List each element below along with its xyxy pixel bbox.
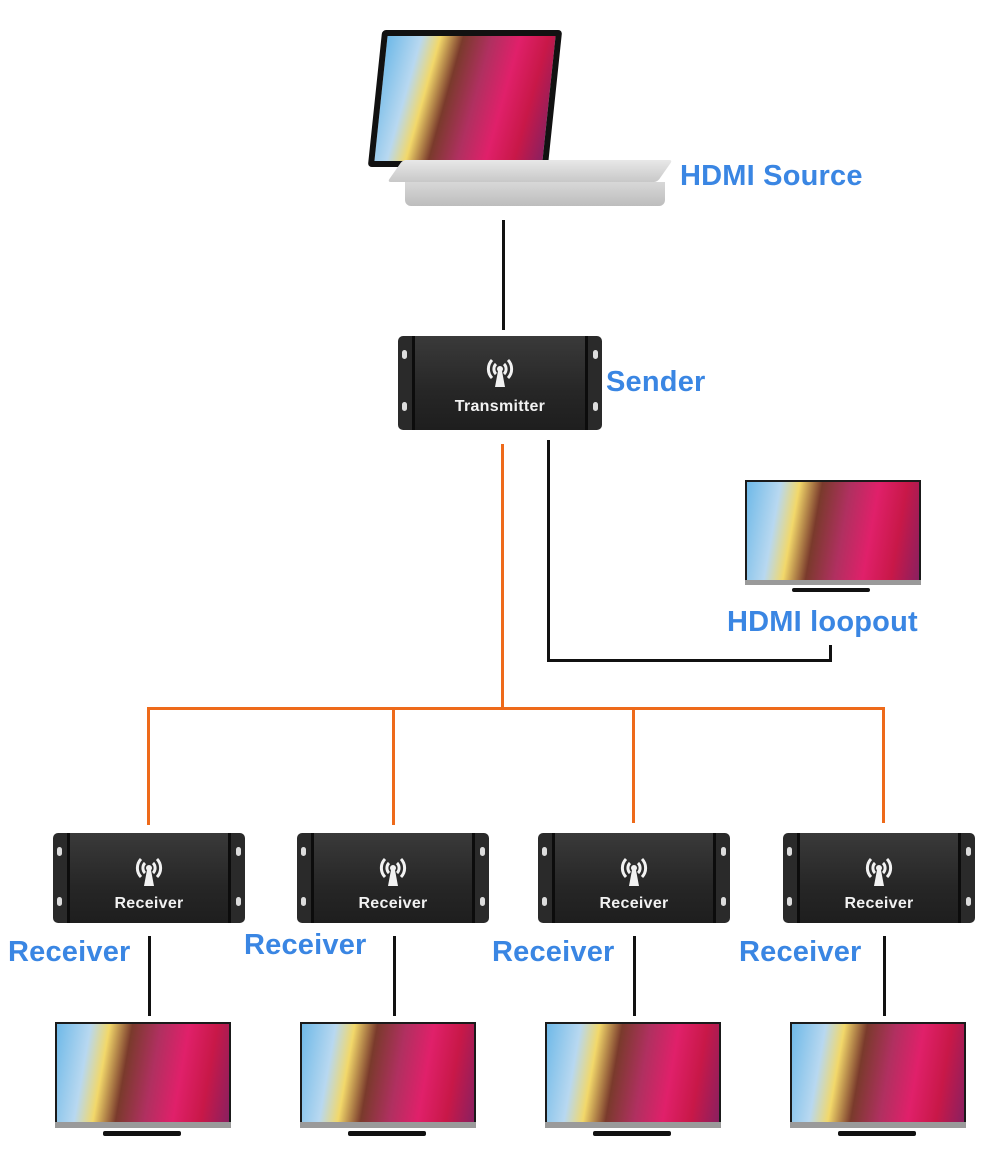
- wireless-antenna-icon: [379, 857, 407, 886]
- transmitter-device: Transmitter: [398, 336, 602, 430]
- hdmi-source-label: HDMI Source: [680, 160, 863, 192]
- wireless-link-bus: [147, 707, 885, 710]
- receiver-text: Receiver: [114, 895, 184, 912]
- cable-receiver-to-tv: [148, 936, 151, 1016]
- cable-receiver-to-tv: [883, 936, 886, 1016]
- cable-loopout-up: [829, 645, 832, 662]
- hdmi-loopout-label: HDMI loopout: [727, 606, 918, 638]
- cable-loopout-vertical: [547, 440, 550, 662]
- receiver-device: Receiver: [783, 833, 975, 923]
- cable-loopout-horizontal: [547, 659, 832, 662]
- receiver-label: Receiver: [8, 936, 131, 968]
- receiver-text: Receiver: [599, 895, 669, 912]
- wireless-link-receiver-2: [392, 707, 395, 825]
- transmitter-text: Transmitter: [454, 398, 546, 415]
- wireless-link-receiver-4: [882, 707, 885, 823]
- cable-source-to-transmitter: [502, 220, 505, 330]
- receiver-label: Receiver: [739, 936, 862, 968]
- receiver-device: Receiver: [538, 833, 730, 923]
- receiver-label: Receiver: [244, 929, 367, 961]
- cable-receiver-to-tv: [393, 936, 396, 1016]
- wireless-antenna-icon: [486, 358, 514, 387]
- receiver-label: Receiver: [492, 936, 615, 968]
- wireless-antenna-icon: [620, 857, 648, 886]
- wireless-link-trunk: [501, 444, 504, 710]
- receiver-text: Receiver: [844, 895, 914, 912]
- receiver-device: Receiver: [297, 833, 489, 923]
- sender-label: Sender: [606, 366, 706, 398]
- receiver-text: Receiver: [358, 895, 428, 912]
- wireless-antenna-icon: [135, 857, 163, 886]
- wireless-link-receiver-3: [632, 707, 635, 823]
- receiver-device: Receiver: [53, 833, 245, 923]
- wireless-link-receiver-1: [147, 707, 150, 825]
- wireless-antenna-icon: [865, 857, 893, 886]
- cable-receiver-to-tv: [633, 936, 636, 1016]
